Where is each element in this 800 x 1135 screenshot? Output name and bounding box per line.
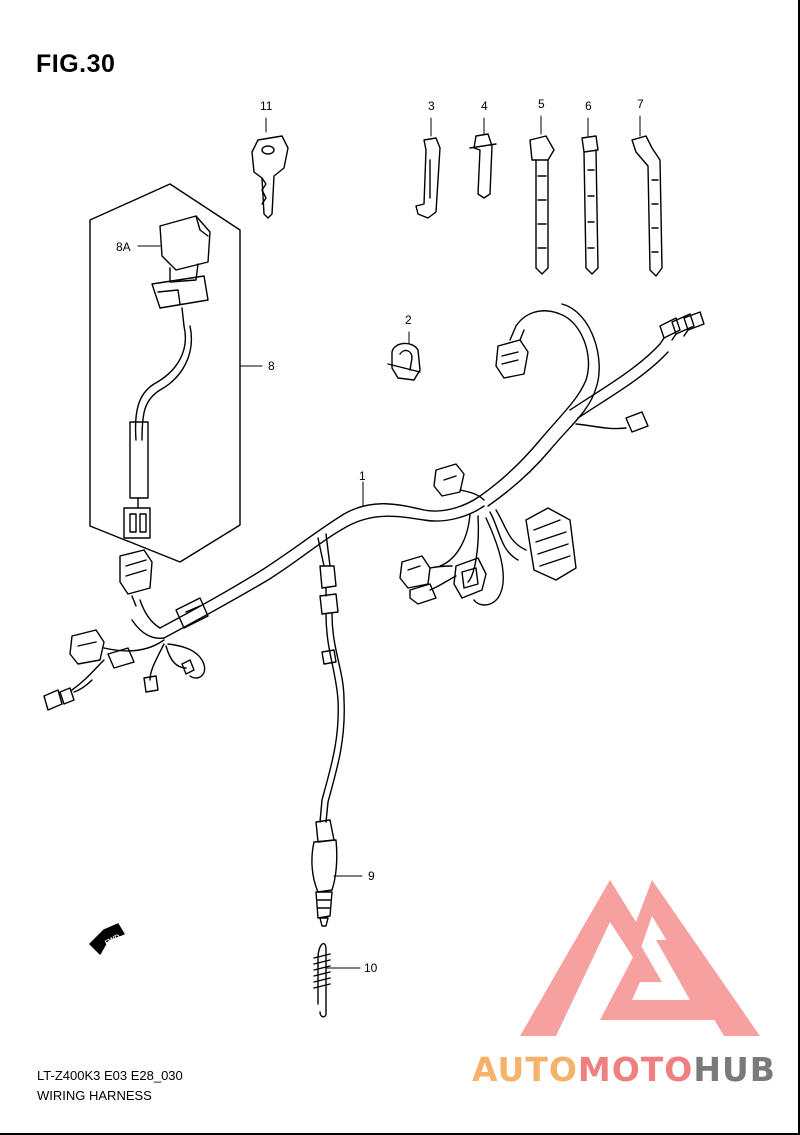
callout-5: 5	[538, 97, 545, 111]
clamp-part-3[interactable]	[415, 137, 441, 219]
clamp-part-4[interactable]	[469, 133, 497, 199]
callout-1: 1	[359, 469, 366, 483]
sensor-part-9[interactable]	[311, 819, 338, 927]
cable-tie-part-5[interactable]	[529, 135, 555, 275]
figure-title: FIG.30	[36, 50, 116, 78]
wiring-harness-part-1[interactable]	[43, 303, 705, 823]
cable-band-part-6[interactable]	[581, 135, 599, 275]
watermark-wordmark: AUTOMOTOHUB	[472, 1050, 776, 1089]
callout-4: 4	[481, 99, 488, 113]
wire-clamp-part-2[interactable]	[387, 342, 421, 381]
callout-11: 11	[260, 99, 273, 113]
wordmark-part-moto: MOTO	[577, 1050, 694, 1089]
callout-7: 7	[637, 97, 644, 111]
leader-lines	[137, 115, 641, 969]
switch-assembly-box	[89, 183, 241, 563]
section-name: WIRING HARNESS	[37, 1088, 152, 1103]
callout-10: 10	[364, 961, 378, 975]
spring-clip-part-10[interactable]	[313, 942, 331, 1018]
switch-lead-wire	[123, 307, 192, 539]
wordmark-part-auto: AUTO	[472, 1050, 578, 1089]
callout-8a: 8A	[116, 240, 131, 254]
callout-2: 2	[405, 313, 412, 327]
callout-9: 9	[368, 869, 375, 883]
callout-8: 8	[268, 359, 275, 373]
cable-tie-part-7[interactable]	[631, 135, 663, 277]
watermark-logo-icon	[520, 880, 760, 1036]
callout-3: 3	[428, 99, 435, 113]
callout-6: 6	[585, 99, 592, 113]
wordmark-part-hub: HUB	[693, 1050, 776, 1089]
ignition-switch-part-8a[interactable]	[151, 215, 211, 309]
ignition-key-part-11[interactable]	[251, 135, 289, 219]
forward-direction-arrow	[89, 923, 125, 955]
model-code: LT-Z400K3 E03 E28_030	[37, 1068, 183, 1083]
